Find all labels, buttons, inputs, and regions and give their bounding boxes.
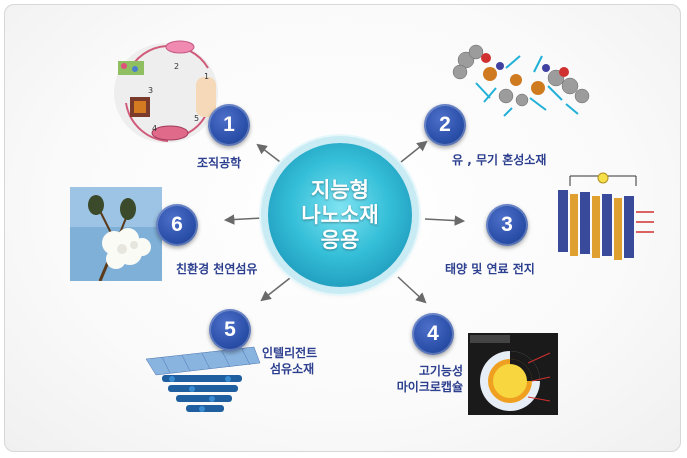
label-3: 태양 및 연료 전지 xyxy=(445,262,535,276)
badge-6: 6 xyxy=(156,204,198,246)
label-4: 고기능성 마이크로캡슐 xyxy=(381,363,463,395)
svg-text:5: 5 xyxy=(194,114,199,123)
center-line-3: 응용 xyxy=(320,227,360,252)
label-4-line-2: 마이크로캡슐 xyxy=(396,380,463,394)
badge-2: 2 xyxy=(424,104,466,146)
center-hub: 지능형 나노소재 응용 xyxy=(268,143,412,287)
svg-text:1: 1 xyxy=(204,72,209,81)
label-5: 인텔리전트 섬유소재 xyxy=(262,345,317,377)
badge-1: 1 xyxy=(208,104,250,146)
microcapsule-image xyxy=(468,333,558,415)
label-6: 친환경 천연섬유 xyxy=(176,262,258,276)
arrow-to-6 xyxy=(223,214,263,225)
textile-fiber-image xyxy=(145,346,261,412)
label-5-line-2: 섬유소재 xyxy=(270,362,315,376)
center-line-2: 나노소재 xyxy=(301,202,379,227)
arrow-to-3 xyxy=(424,215,466,226)
arrow-to-2 xyxy=(395,140,428,167)
arrow-to-5 xyxy=(260,277,291,302)
arrow-to-1 xyxy=(256,143,289,169)
label-2: 유 , 무기 혼성소재 xyxy=(452,153,547,167)
badge-4: 4 xyxy=(412,313,454,355)
label-5-line-1: 인텔리전트 xyxy=(262,346,318,360)
svg-text:2: 2 xyxy=(174,62,179,71)
badge-3: 3 xyxy=(486,204,528,246)
badge-5: 5 xyxy=(209,309,251,351)
tissue-engineering-image: 2 1 3 4 5 xyxy=(114,40,218,143)
cotton-image xyxy=(70,187,162,281)
label-1: 조직공학 xyxy=(197,156,242,170)
center-line-1: 지능형 xyxy=(311,177,369,202)
hybrid-molecule-image xyxy=(452,44,590,117)
fuel-cell-image xyxy=(558,172,654,260)
svg-text:3: 3 xyxy=(148,86,153,95)
svg-text:4: 4 xyxy=(152,124,157,133)
arrow-to-4 xyxy=(397,276,427,304)
label-4-line-1: 고기능성 xyxy=(418,364,463,378)
